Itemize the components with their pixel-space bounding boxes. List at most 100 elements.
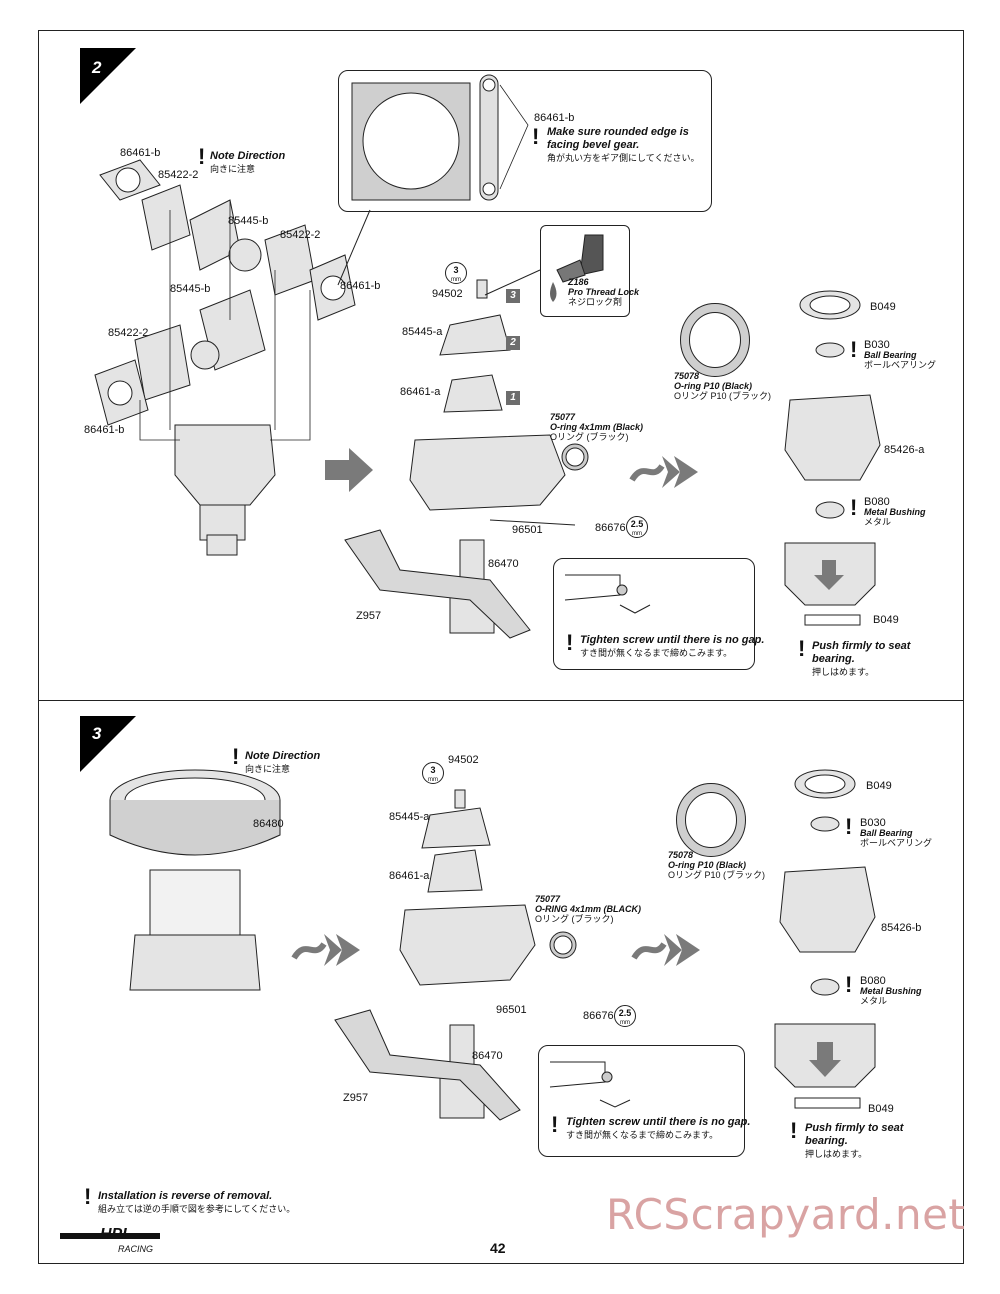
- note-direction-en-3: Note Direction: [245, 750, 321, 762]
- note-direction-jp-3: 向きに注意: [245, 764, 291, 774]
- label-94502: 94502: [432, 288, 463, 300]
- oring-small-note-step3: 75077 O-RING 4x1mm (BLACK) Oリング (ブラック): [535, 894, 641, 924]
- tool-3-unit: mm: [451, 277, 461, 283]
- oring-p10-drawing: [680, 303, 750, 377]
- label-86461b-a: 86461-b: [120, 147, 161, 159]
- label-b049-top-step3: B049: [866, 780, 892, 792]
- label-94502-step3: 94502: [448, 754, 479, 766]
- hex-driver-3mm-icon: 3 mm: [445, 262, 467, 284]
- label-86461b-b: 86461-b: [340, 280, 381, 292]
- ball-bearing-note-step3: B030 Ball Bearing ボールベアリング: [860, 818, 933, 849]
- note-direction-en: Note Direction: [210, 150, 286, 162]
- push-jp: 押しはめます。: [812, 667, 875, 677]
- step-3-badge: [80, 716, 136, 772]
- oring-p10-code: 75078: [674, 371, 700, 381]
- step2-center-assembly-drawing: [344, 279, 576, 639]
- oring-p10-note: 75078 O-ring P10 (Black) Oリング P10 (ブラック): [674, 371, 771, 401]
- tool-25-unit-3: mm: [620, 1020, 630, 1026]
- rounded-edge-en-2: facing bevel gear.: [547, 139, 640, 151]
- warning-icon: !: [790, 1118, 798, 1143]
- label-86461b-callout: 86461-b: [534, 112, 575, 124]
- hpi-racing-logo: HPI RACING: [60, 1226, 160, 1254]
- push-en-1: Push firmly to seat: [812, 640, 911, 652]
- push-note-step2: Push firmly to seat bearing. 押しはめます。: [812, 640, 910, 679]
- ball-bearing-en: Ball Bearing: [864, 350, 917, 360]
- tighten-callout: [553, 558, 755, 670]
- wavy-arrow-icon: [291, 934, 360, 966]
- page-number: 42: [490, 1240, 506, 1256]
- thread-lock-bottle-drawing: [484, 234, 604, 302]
- push-note-step3: Push firmly to seat bearing. 押しはめます。: [805, 1122, 903, 1161]
- ball-bearing-jp: ボールベアリング: [864, 360, 937, 370]
- arrow-right-icon: [325, 448, 373, 492]
- thread-lock-code: Z186: [568, 277, 589, 287]
- watermark: RCScrapyard.net: [606, 1190, 966, 1239]
- oring-small-en-3: O-RING 4x1mm (BLACK): [535, 904, 642, 914]
- warning-icon: !: [798, 636, 806, 661]
- label-85426a: 85426-a: [884, 444, 925, 456]
- tool-25-num: 2.5: [630, 519, 644, 529]
- label-86470: 86470: [488, 558, 519, 570]
- label-85422-a: 85422-2: [158, 169, 199, 181]
- oring-p10-jp: Oリング P10 (ブラック): [674, 391, 772, 401]
- label-85445a-step3: 85445-a: [389, 811, 430, 823]
- metal-bushing-en-3: Metal Bushing: [860, 986, 922, 996]
- push-en-2-3: bearing.: [805, 1135, 848, 1147]
- metal-bushing-note-step3: B080 Metal Bushing メタル: [860, 975, 922, 1007]
- rounded-edge-jp: 角が丸い方をギア側にしてください。: [547, 153, 700, 163]
- thread-lock-note: Z186 Pro Thread Lock ネジロック剤: [568, 277, 639, 307]
- svg-text:HPI: HPI: [100, 1226, 127, 1243]
- step2-housing-drawing: [784, 290, 881, 626]
- rounded-edge-en-1: Make sure rounded edge is: [547, 126, 689, 138]
- oring-small-code: 75077: [550, 412, 576, 422]
- oring-p10-en: O-ring P10 (Black): [674, 381, 753, 391]
- rounded-edge-detail-drawing: [337, 74, 529, 286]
- label-b080: B080: [864, 496, 890, 508]
- svg-text:RACING: RACING: [118, 1244, 153, 1254]
- thread-lock-en: Pro Thread Lock: [568, 287, 640, 297]
- tool-3-num: 3: [453, 265, 459, 275]
- metal-bushing-jp: メタル: [864, 517, 892, 527]
- note-direction-step3: Note Direction 向きに注意: [245, 750, 320, 776]
- label-96501: 96501: [512, 524, 543, 536]
- label-85445b-b: 85445-b: [170, 283, 211, 295]
- warning-icon: !: [850, 337, 858, 362]
- warning-icon: !: [84, 1184, 92, 1209]
- label-b030: B030: [864, 339, 890, 351]
- hex-driver-2-5mm-icon: 2.5 mm: [614, 1005, 636, 1027]
- ball-bearing-en-3: Ball Bearing: [860, 828, 913, 838]
- label-b080-step3: B080: [860, 975, 886, 987]
- oring-small-jp: Oリング (ブラック): [550, 432, 629, 442]
- tighten-jp: すき間が無くなるまで締めこみます。: [580, 648, 733, 658]
- warning-icon: !: [551, 1112, 559, 1137]
- warning-icon: !: [845, 972, 853, 997]
- oring-p10-jp-3: Oリング P10 (ブラック): [668, 870, 766, 880]
- label-b049-bottom: B049: [873, 614, 899, 626]
- wavy-arrow-icon: [629, 456, 698, 488]
- tighten-note-step2: Tighten screw until there is no gap. すき間…: [580, 634, 764, 660]
- label-b049-bottom-step3: B049: [868, 1103, 894, 1115]
- oring-small-jp-3: Oリング (ブラック): [535, 914, 614, 924]
- order-1: 1: [506, 391, 520, 405]
- step-2-number: 2: [92, 58, 102, 77]
- tighten-note-step3: Tighten screw until there is no gap. すき間…: [566, 1116, 750, 1142]
- label-85426b: 85426-b: [881, 922, 922, 934]
- tool-25-num-3: 2.5: [618, 1008, 632, 1018]
- push-en-2: bearing.: [812, 653, 855, 665]
- ball-bearing-jp-3: ボールベアリング: [860, 838, 933, 848]
- wavy-arrow-icon: [631, 934, 700, 966]
- oring-small-drawing: [549, 931, 577, 959]
- metal-bushing-jp-3: メタル: [860, 996, 888, 1006]
- label-85422-c: 85422-2: [108, 327, 149, 339]
- order-2: 2: [506, 336, 520, 350]
- warning-icon: !: [232, 744, 240, 769]
- warning-icon: !: [850, 495, 858, 520]
- warning-icon: !: [566, 630, 574, 655]
- label-86676-step3: 86676: [583, 1010, 614, 1022]
- footer-note-en: Installation is reverse of removal.: [98, 1190, 273, 1202]
- label-86676: 86676: [595, 522, 626, 534]
- oring-small-code-3: 75077: [535, 894, 561, 904]
- oring-small-note: 75077 O-ring 4x1mm (Black) Oリング (ブラック): [550, 412, 643, 442]
